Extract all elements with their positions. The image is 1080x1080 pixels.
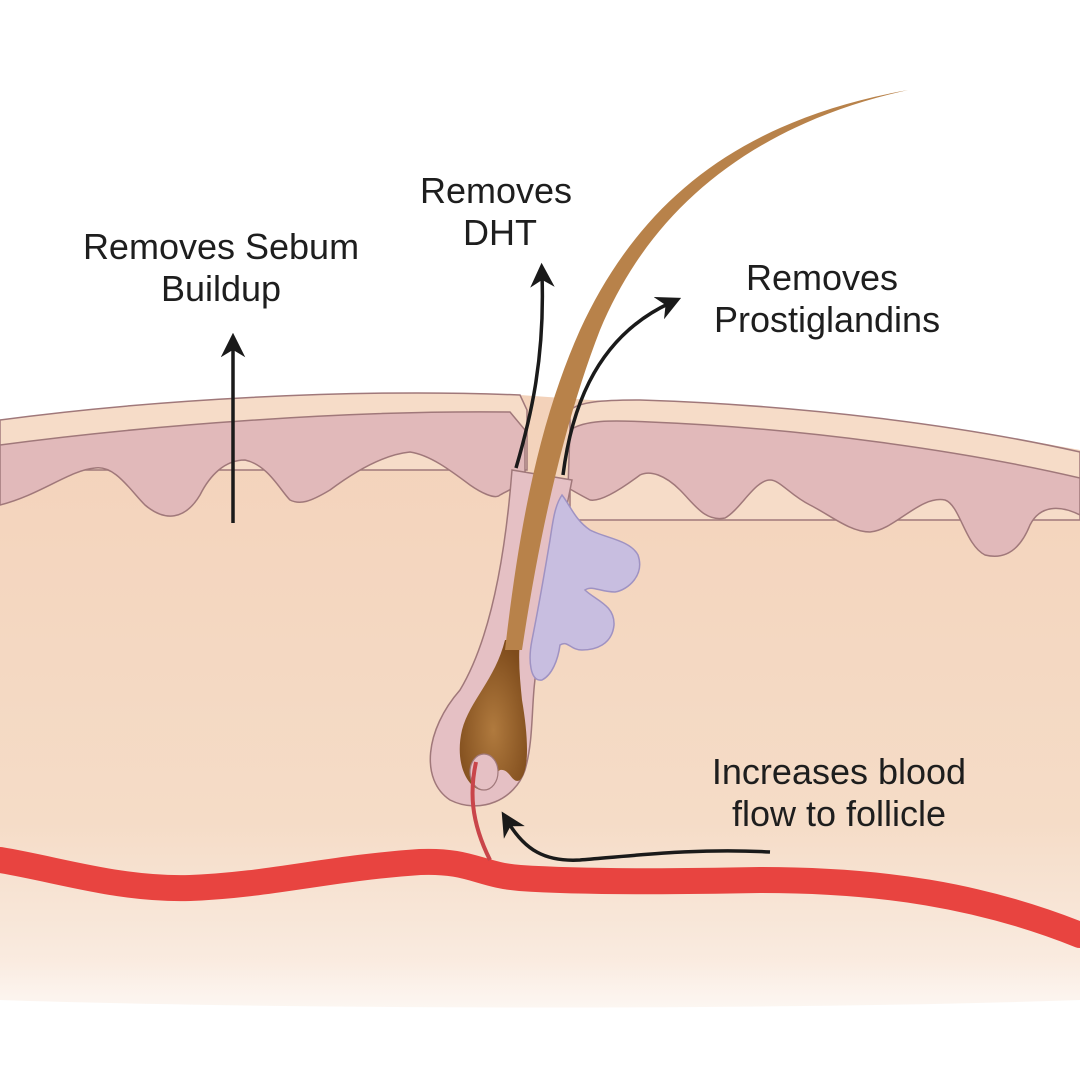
blood-label-line2: flow to follicle <box>732 793 946 834</box>
dermis <box>0 392 1080 1008</box>
prostaglandins-label-line1: Removes <box>746 257 898 298</box>
epidermis-right <box>567 420 1080 557</box>
blood-vessel <box>0 847 1080 948</box>
blood-flow-annotation: Increases blood flow to follicle <box>712 751 966 834</box>
hair-bulb <box>459 640 527 791</box>
dht-label-line2: DHT <box>463 212 537 253</box>
epidermis-left <box>0 411 526 517</box>
prostaglandins-annotation: Removes Prostiglandins <box>714 257 940 340</box>
prostaglandins-arrow <box>561 297 682 476</box>
sebum-label-line1: Removes Sebum <box>83 226 359 267</box>
sebum-annotation: Removes Sebum Buildup <box>83 226 359 309</box>
dht-arrow <box>514 262 555 469</box>
bottom-fade <box>0 960 1080 1080</box>
follicle-capillary <box>470 761 492 861</box>
blood-flow-arrow <box>501 811 771 862</box>
dht-label-line1: Removes <box>420 170 572 211</box>
prostaglandins-label-line2: Prostiglandins <box>714 299 940 340</box>
sebaceous-gland <box>529 493 641 681</box>
blood-label-line1: Increases blood <box>712 751 966 792</box>
sebum-label-line2: Buildup <box>161 268 281 309</box>
dht-annotation: Removes DHT <box>420 170 572 253</box>
